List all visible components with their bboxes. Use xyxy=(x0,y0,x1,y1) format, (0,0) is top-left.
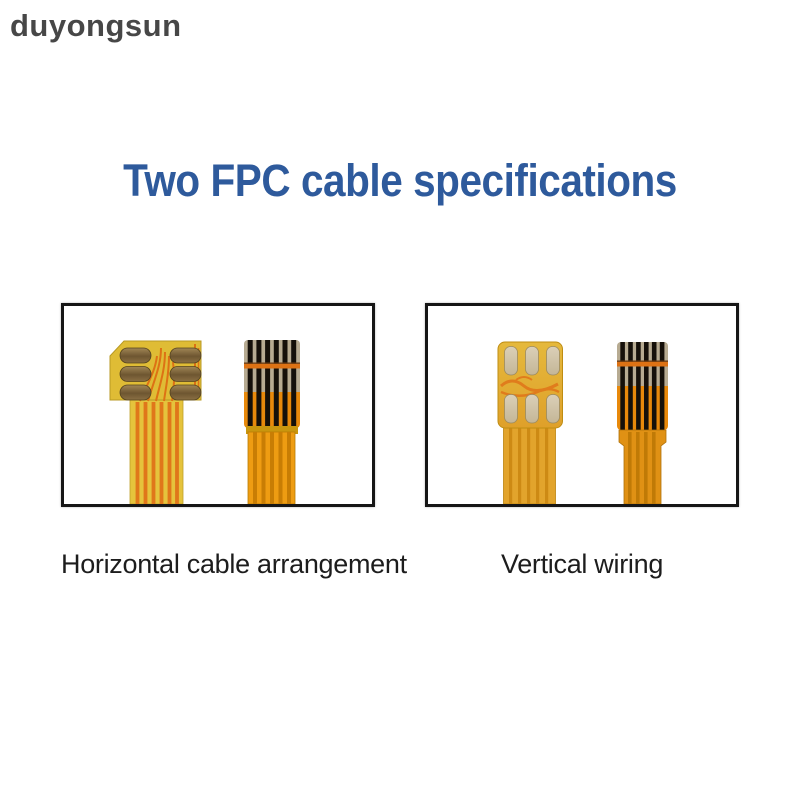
contact-pads-horizontal xyxy=(119,347,202,401)
caption-horizontal-arrangement: Horizontal cable arrangement xyxy=(61,549,407,579)
figure-horizontal-arrangement: Horizontal cable arrangement xyxy=(61,303,407,580)
sim-adapter-vertical-pads xyxy=(497,341,563,504)
ribbon-tail xyxy=(618,429,667,504)
photo-horizontal-arrangement xyxy=(61,303,375,507)
ribbon-tail-stripes xyxy=(509,427,549,504)
stiffener-film xyxy=(244,340,300,428)
page-title: Two FPC cable specifications xyxy=(123,155,677,206)
contact-pads-vertical xyxy=(504,346,560,424)
ribbon-traces xyxy=(135,402,179,504)
fpc-cables-horizontal-photo xyxy=(109,340,300,504)
photo-vertical-wiring xyxy=(425,303,739,507)
watermark-text: duyongsun xyxy=(10,8,182,43)
striped-ribbon-cable xyxy=(244,340,300,504)
ribbon-tail-stripes xyxy=(628,432,656,504)
ribbon-tail-stripes xyxy=(253,432,291,504)
caption-vertical-wiring: Vertical wiring xyxy=(500,549,664,579)
sim-adapter-horizontal-pads xyxy=(109,340,202,504)
striped-ribbon-cable xyxy=(617,342,668,504)
fpc-cables-vertical-photo xyxy=(497,341,668,504)
stiffener-film xyxy=(617,342,668,430)
figure-row: Horizontal cable arrangement xyxy=(0,303,800,580)
figure-vertical-wiring: Vertical wiring xyxy=(425,303,739,580)
